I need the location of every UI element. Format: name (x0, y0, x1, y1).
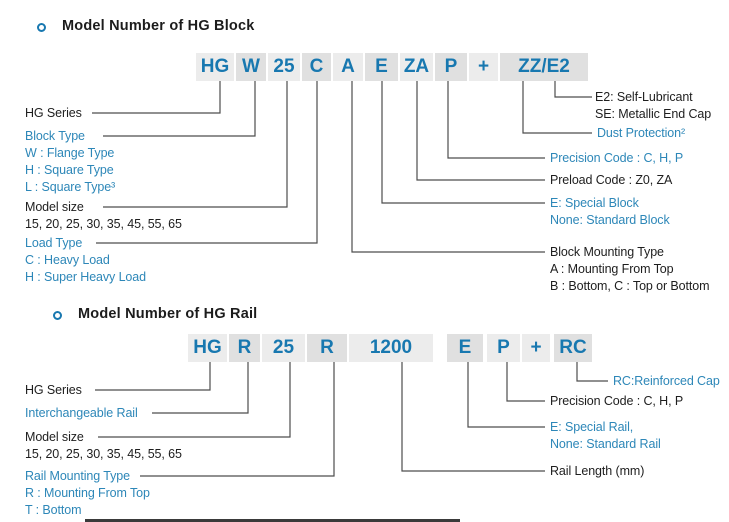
block-code-e: E (365, 53, 398, 81)
connector-block-special (381, 81, 545, 204)
connector-block-type (103, 81, 256, 137)
connector-block-hg-series (92, 81, 221, 114)
rail-label-reinforced-cap: RC:Reinforced Cap (613, 374, 720, 388)
block-label-preload-code: Preload Code : Z0, ZA (550, 173, 673, 187)
block-label-load-type: Load Type C : Heavy Load H : Super Heavy… (25, 236, 146, 284)
connector-rail-mounting (140, 362, 335, 477)
block-label-block-type: Block Type W : Flange Type H : Square Ty… (25, 129, 116, 194)
connector-rail-precision (506, 362, 545, 402)
rail-label-precision-code: Precision Code : C, H, P (550, 394, 684, 408)
block-label-model-size: Model size 15, 20, 25, 30, 35, 45, 55, 6… (25, 200, 182, 231)
block-code-25: 25 (268, 53, 300, 81)
block-code-za: ZA (400, 53, 433, 81)
rail-code-e: E (447, 334, 483, 362)
rail-label-special-rail: E: Special Rail, None: Standard Rail (550, 420, 661, 451)
block-label-precision-code: Precision Code : C, H, P (550, 151, 684, 165)
block-code-hg: HG (196, 53, 234, 81)
block-code-c: C (302, 53, 331, 81)
rail-section-title: Model Number of HG Rail (78, 306, 258, 322)
rail-label-rail-length: Rail Length (mm) (550, 464, 645, 478)
rail-label-hg-series: HG Series (25, 383, 82, 397)
rail-label-model-size: Model size 15, 20, 25, 30, 35, 45, 55, 6… (25, 430, 182, 461)
block-code-zze2: ZZ/E2 (500, 53, 588, 81)
rail-code-25: 25 (262, 334, 305, 362)
bottom-table-edge (85, 519, 460, 522)
block-code-w: W (236, 53, 266, 81)
block-code-plus: + (469, 53, 498, 81)
block-label-dust-protection: Dust Protection² (597, 126, 686, 140)
rail-code-rc: RC (554, 334, 592, 362)
rail-code-r2: R (307, 334, 347, 362)
block-label-end-cap: E2: Self-Lubricant SE: Metallic End Cap (595, 90, 712, 121)
block-label-special-block: E: Special Block None: Standard Block (550, 196, 670, 227)
rail-label-interchangeable: Interchangeable Rail (25, 406, 138, 420)
block-label-mounting-type: Block Mounting Type A : Mounting From To… (550, 245, 710, 293)
section-bullet-icon (53, 311, 62, 320)
rail-code-1200: 1200 (349, 334, 433, 362)
connector-rail-length (401, 362, 545, 472)
connector-block-dust (522, 81, 592, 134)
connector-block-load-type (96, 81, 318, 244)
block-section-title: Model Number of HG Block (62, 18, 255, 34)
connector-rail-model-size (98, 362, 291, 438)
connector-rail-rc (576, 362, 608, 382)
connector-rail-interchangeable (152, 362, 249, 414)
rail-code-p: P (487, 334, 520, 362)
block-label-hg-series: HG Series (25, 106, 82, 120)
connector-rail-hg-series (95, 362, 211, 391)
connector-rail-special (467, 362, 545, 428)
connector-block-mounting (351, 81, 545, 253)
connector-block-preload (416, 81, 545, 181)
section-bullet-icon (37, 23, 46, 32)
connector-block-model-size (103, 81, 288, 208)
block-code-p: P (435, 53, 467, 81)
rail-label-mounting-type: Rail Mounting Type R : Mounting From Top… (25, 469, 150, 517)
rail-code-plus: + (522, 334, 550, 362)
rail-code-hg: HG (188, 334, 227, 362)
connector-block-e2 (554, 81, 592, 98)
rail-code-r1: R (229, 334, 260, 362)
connector-block-precision (447, 81, 545, 159)
block-code-a: A (333, 53, 363, 81)
